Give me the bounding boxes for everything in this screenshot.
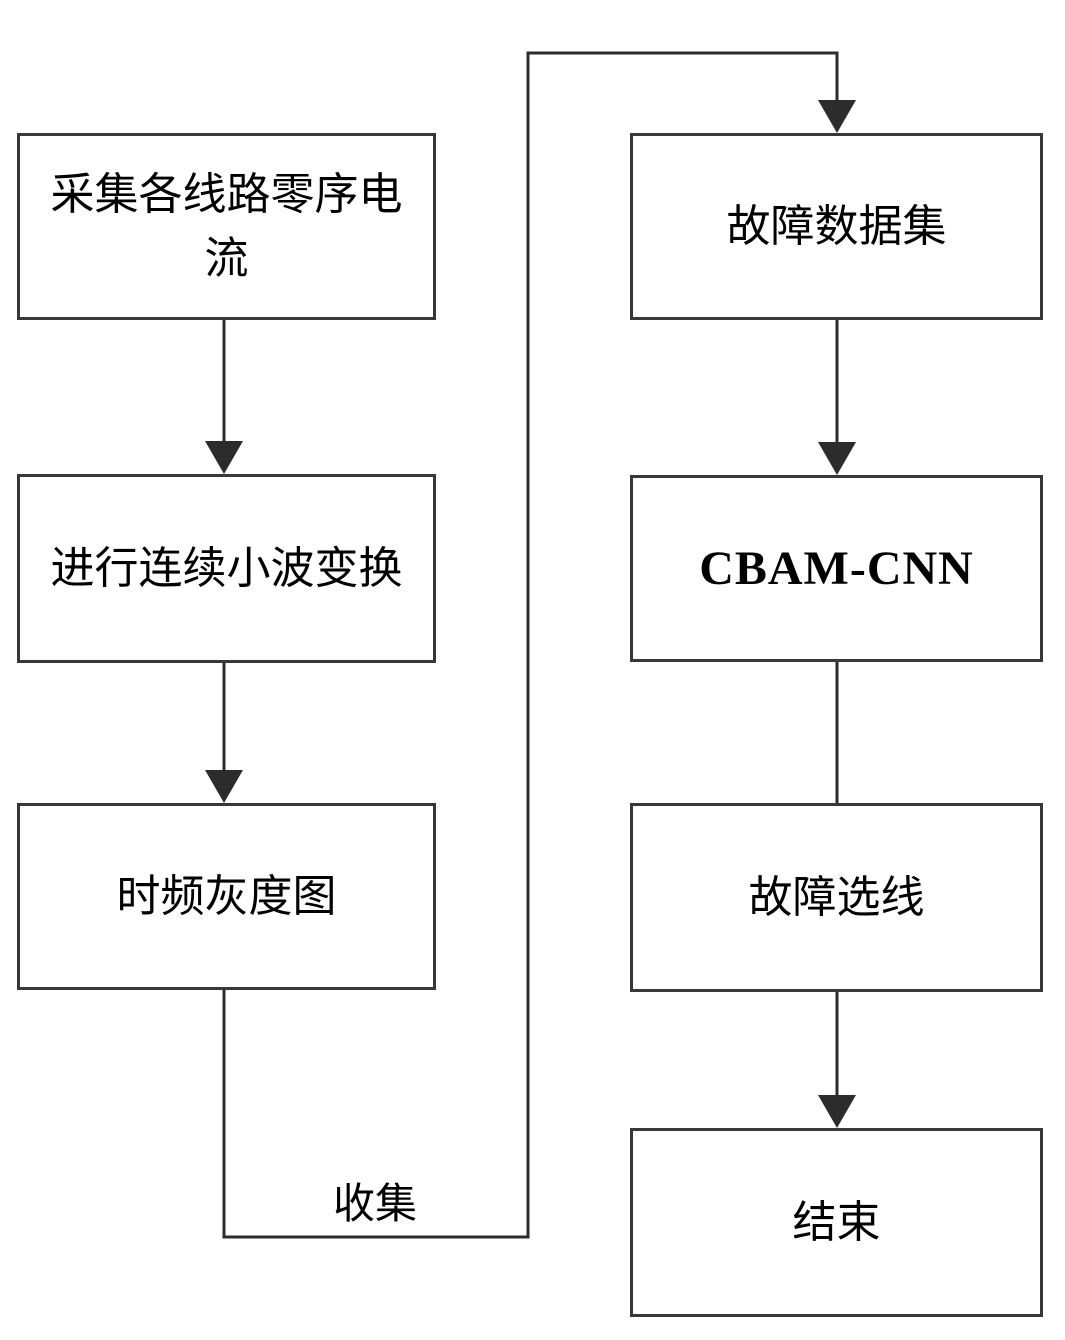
node-end-label: 结束	[792, 1197, 881, 1247]
node-time-freq-grayscale: 时频灰度图	[17, 803, 436, 990]
node-fault-dataset: 故障数据集	[630, 133, 1043, 320]
edge-selection-to-end-arrowhead	[818, 1095, 856, 1128]
node-fault-line-selection: 故障选线	[630, 803, 1043, 992]
edge-dataset-to-cbamcnn-arrowhead	[818, 442, 856, 475]
node-fault-dataset-label: 故障数据集	[726, 201, 947, 251]
node-time-freq-grayscale-label: 时频灰度图	[116, 871, 337, 921]
edge-label-collect: 收集	[333, 1182, 418, 1228]
node-continuous-wavelet-label: 进行连续小波变换	[50, 543, 403, 593]
edge-grayscale-to-dataset-arrowhead	[818, 100, 856, 133]
node-collect-current: 采集各线路零序电流	[17, 133, 436, 320]
edge-wavelet-to-grayscale-arrowhead	[205, 770, 243, 803]
node-cbam-cnn-label: CBAM-CNN	[699, 541, 974, 595]
edge-collect-current-to-wavelet-arrowhead	[205, 441, 243, 474]
node-cbam-cnn: CBAM-CNN	[630, 475, 1043, 662]
node-fault-line-selection-label: 故障选线	[748, 872, 925, 922]
node-end: 结束	[630, 1128, 1043, 1317]
node-continuous-wavelet: 进行连续小波变换	[17, 474, 436, 663]
node-collect-current-label: 采集各线路零序电流	[50, 169, 403, 283]
edge-grayscale-to-dataset-path	[222, 51, 839, 1239]
